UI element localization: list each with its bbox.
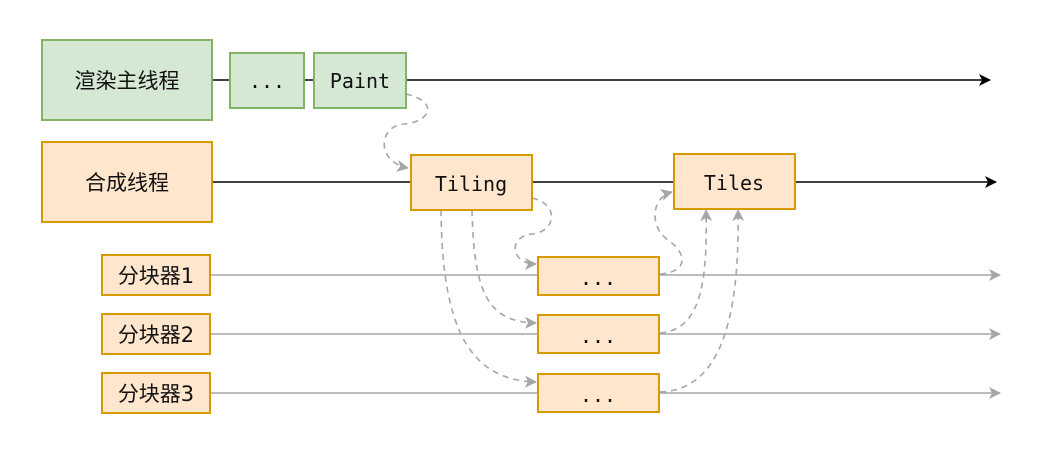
tiler-1-task: ...: [537, 256, 660, 296]
compositor-lane-box: 合成线程: [41, 141, 213, 223]
tiler-3-task-label: ...: [580, 383, 616, 407]
tiler-1-task-label: ...: [580, 266, 616, 290]
tiler-2-to-tiles-connector: [659, 209, 713, 334]
tiler-3-lane-box: 分块器3: [101, 372, 211, 414]
tiler-2-task-label: ...: [580, 324, 616, 348]
main-thread-lane-box: 渲染主线程: [41, 39, 213, 121]
main-ellipsis-label: ...: [249, 69, 285, 93]
main-thread-label: 渲染主线程: [75, 69, 180, 93]
paint-to-tiling-connector: [383, 93, 429, 172]
tiler-2-task: ...: [537, 314, 660, 354]
main-ellipsis-task: ...: [229, 52, 305, 109]
tiler-3-task: ...: [537, 373, 660, 413]
tiler-2-lane-box: 分块器2: [101, 313, 211, 355]
tiles-task: Tiles: [673, 153, 796, 210]
tiler-3-to-tiles-connector: [659, 209, 745, 393]
tiling-label: Tiling: [435, 172, 507, 196]
tiling-to-tiler-2-connector: [471, 209, 537, 329]
paint-label: Paint: [330, 69, 390, 93]
tiling-to-tiler-1-connector: [514, 197, 553, 270]
tiler-1-lane-box: 分块器1: [101, 254, 211, 296]
paint-task: Paint: [313, 52, 407, 109]
tiler-1-label: 分块器1: [118, 264, 194, 288]
tiler-3-label: 分块器3: [118, 382, 194, 406]
tiler-2-label: 分块器2: [118, 323, 194, 347]
tiles-label: Tiles: [704, 171, 764, 195]
compositor-label: 合成线程: [85, 171, 169, 195]
tiling-task: Tiling: [410, 154, 533, 211]
tiling-to-tiler-3-connector: [440, 209, 537, 388]
